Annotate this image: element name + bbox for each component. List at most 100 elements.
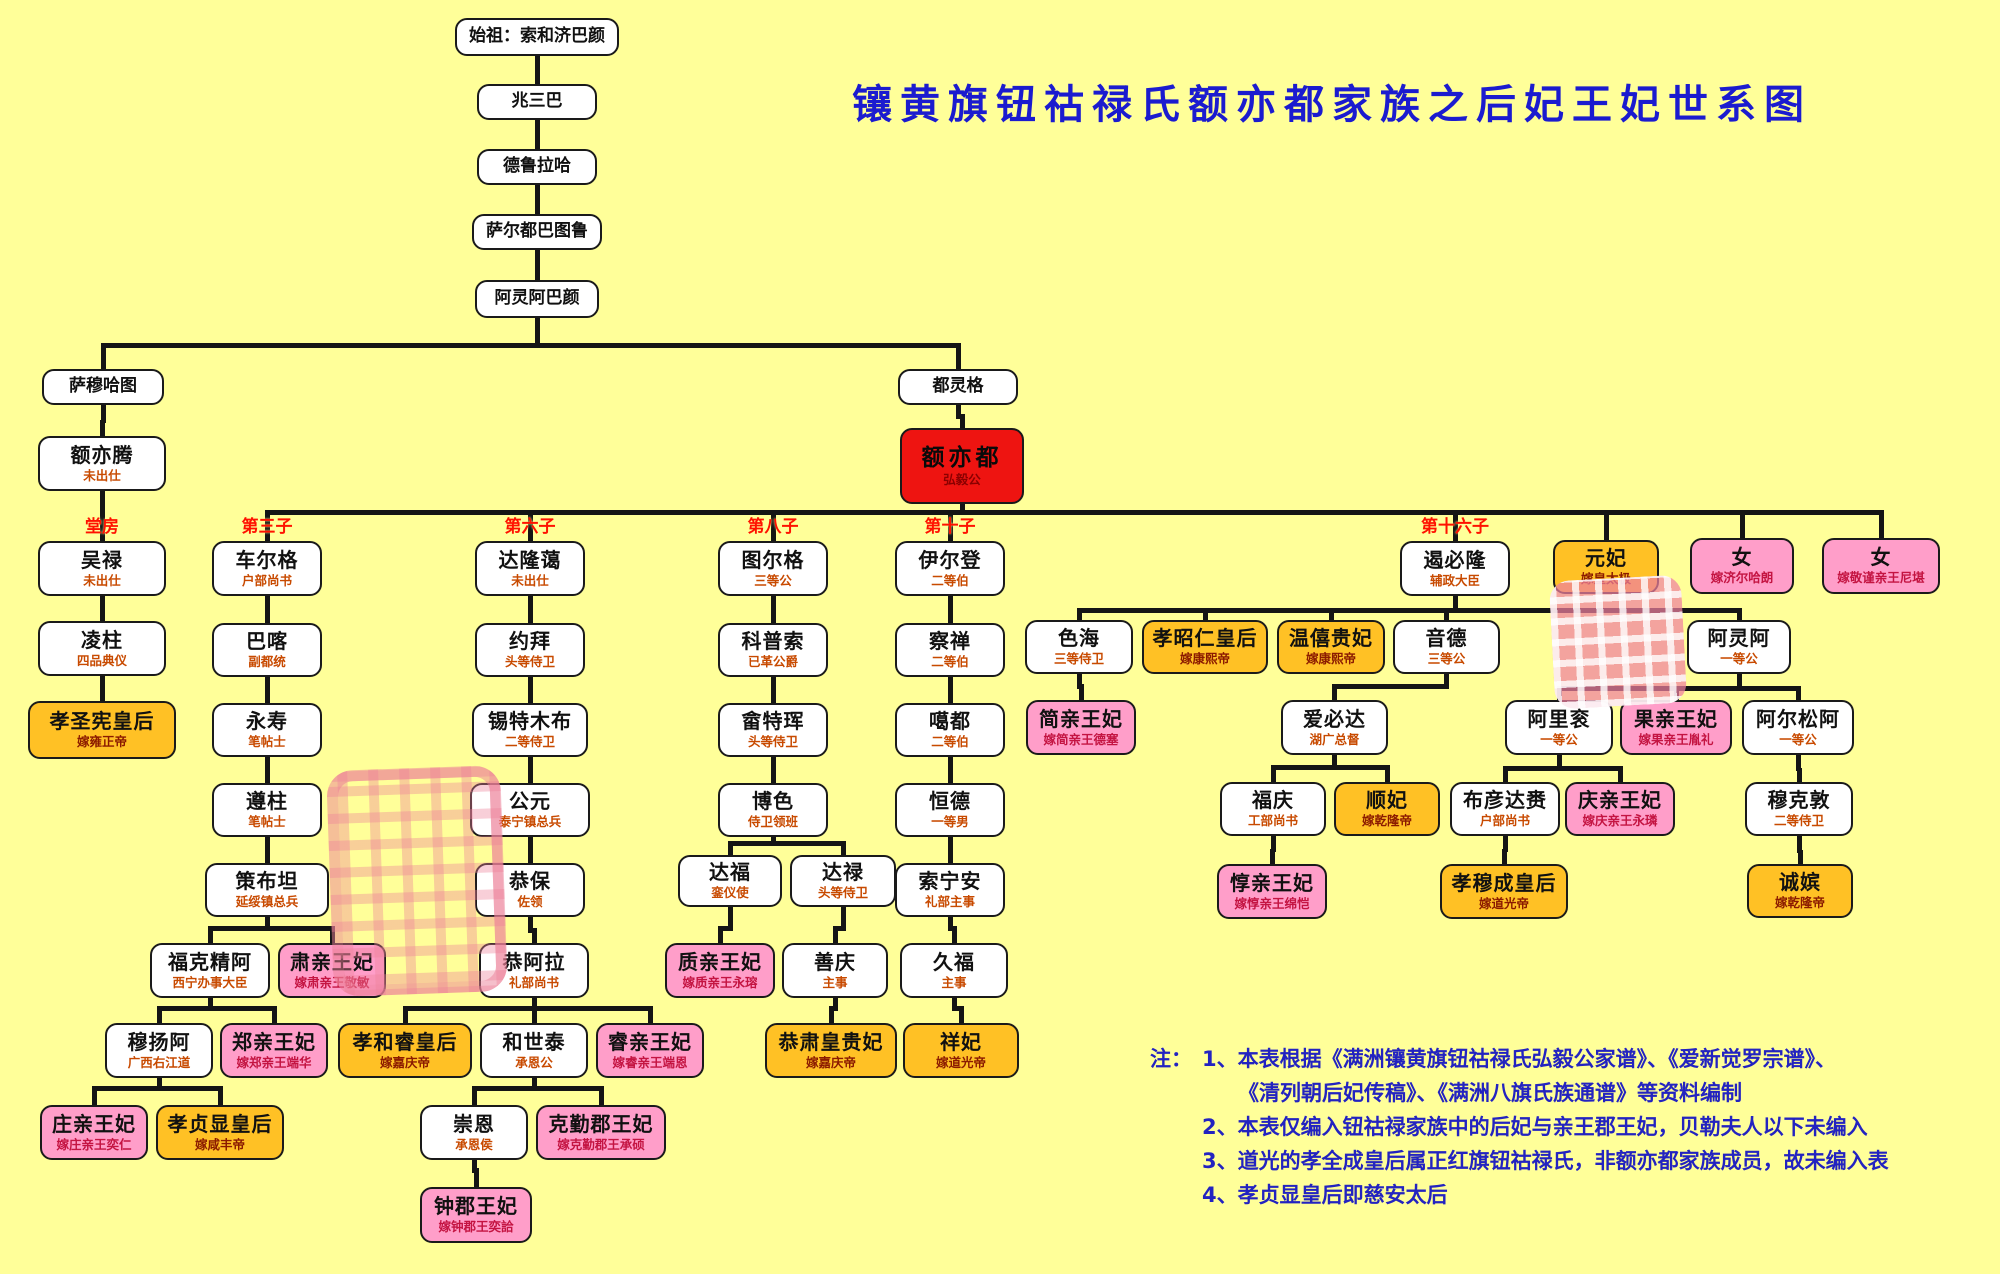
person-node-eyidu: 额亦都弘毅公 — [900, 428, 1024, 504]
connector-line — [100, 345, 106, 371]
connector-line — [471, 1085, 604, 1091]
connector-line — [1736, 672, 1742, 691]
connector-line — [534, 200, 540, 216]
person-name: 元妃 — [1585, 546, 1627, 571]
person-title: 嫁道光帝 — [1478, 895, 1529, 911]
person-node-chachan: 察禅二等伯 — [895, 623, 1005, 677]
person-title: 头等侍卫 — [747, 734, 798, 750]
person-name: 女 — [1870, 545, 1892, 570]
person-name: 畲特珲 — [741, 709, 805, 734]
person-name: 恒德 — [929, 789, 971, 814]
person-name: 庆亲王妃 — [1578, 788, 1662, 813]
connector-line — [598, 1088, 604, 1107]
connector-line — [1452, 594, 1458, 613]
connector-line — [264, 675, 270, 693]
person-name: 崇恩 — [453, 1111, 495, 1136]
person-title: 工部尚书 — [1247, 813, 1298, 829]
person-name: 顺妃 — [1366, 788, 1408, 813]
connector-line — [832, 925, 846, 931]
person-node-shunfei: 顺妃嫁乾隆帝 — [1334, 782, 1440, 836]
person-node-zhuangqinwangfei: 庄亲王妃嫁庄亲王奕仁 — [40, 1105, 148, 1160]
person-node-xiaozhenxian: 孝贞显皇后嫁咸丰帝 — [156, 1105, 284, 1160]
person-node-suningan: 索宁安礼部主事 — [895, 863, 1005, 917]
connector-line — [951, 1005, 964, 1011]
person-node-suqinwangfei: 肃亲王妃嫁肃亲王敬敏 — [278, 943, 386, 998]
person-node-lingzhu: 凌柱四品典仪 — [38, 621, 166, 676]
person-title: 四品典仪 — [76, 652, 127, 668]
person-title: 湖广总督 — [1309, 731, 1360, 747]
person-title: 礼部主事 — [924, 894, 975, 910]
connector-line — [531, 1008, 537, 1025]
person-name: 达禄 — [822, 860, 864, 885]
person-node-heshitai: 和世泰承恩公 — [480, 1023, 588, 1078]
person-name: 睿亲王妃 — [608, 1029, 692, 1054]
person-name: 萨尔都巴图鲁 — [486, 221, 588, 242]
person-title: 承恩公 — [515, 1054, 553, 1070]
person-title: 弘毅公 — [943, 472, 981, 488]
person-title: 銮仪使 — [711, 885, 749, 901]
person-name: 阿灵阿巴颜 — [494, 288, 580, 309]
connector-line — [264, 755, 270, 773]
connector-line — [527, 915, 533, 933]
connector-line — [1269, 849, 1275, 866]
generation-label: 第十子 — [924, 517, 976, 537]
connector-line — [156, 1005, 277, 1011]
person-title: 承恩侯 — [455, 1136, 493, 1152]
person-node-gadu: 噶都二等伯 — [895, 703, 1005, 757]
person-title: 三等侍卫 — [1053, 651, 1104, 667]
connector-line — [717, 925, 733, 931]
person-title: 侍卫领班 — [747, 814, 798, 830]
person-node-eyiteng: 额亦腾未出仕 — [38, 436, 166, 491]
person-name: 孝和睿皇后 — [352, 1029, 458, 1054]
person-name: 车尔格 — [235, 547, 299, 572]
note-line: 《清列朝后妃传稿》、《满洲八旗氏族通谱》等资料编制 — [1238, 1081, 1742, 1105]
connector-line — [527, 610, 533, 625]
connector-line — [264, 512, 270, 543]
connector-line — [1078, 686, 1084, 702]
person-title: 嫁质亲王永瑢 — [682, 974, 758, 990]
connector-line — [156, 1076, 162, 1091]
person-name: 善庆 — [814, 949, 856, 974]
person-title: 笔帖士 — [248, 734, 286, 750]
connector-line — [531, 930, 537, 945]
person-node-aibida: 爱必达湖广总督 — [1281, 700, 1388, 755]
person-name: 伊尔登 — [918, 547, 982, 572]
connector-line — [1502, 765, 1623, 771]
person-node-zhiqinwangfei: 质亲王妃嫁质亲王永瑢 — [665, 943, 775, 998]
person-title: 礼部尚书 — [508, 974, 559, 990]
connector-line — [947, 675, 953, 693]
connector-line — [840, 843, 846, 857]
connector-line — [832, 996, 838, 1011]
connector-line — [1328, 610, 1334, 622]
person-name: 简亲王妃 — [1039, 706, 1123, 731]
person-name: 遵柱 — [246, 789, 288, 814]
person-name: 钟郡王妃 — [434, 1194, 518, 1219]
person-name: 阿里衮 — [1527, 706, 1591, 731]
person-title: 二等伯 — [931, 734, 969, 750]
connector-line — [99, 420, 105, 438]
person-name: 策布坦 — [235, 869, 299, 894]
person-node-xiaozhaoren: 孝昭仁皇后嫁康熙帝 — [1142, 620, 1268, 674]
person-name: 凌柱 — [81, 627, 123, 652]
person-name: 阿灵阿 — [1707, 626, 1771, 651]
person-name: 音德 — [1425, 626, 1468, 651]
person-node-gongyuan: 公元泰宁镇总兵 — [470, 783, 590, 837]
person-node-jianqinwangfei: 简亲王妃嫁简亲王德塞 — [1026, 700, 1136, 755]
person-title: 未出仕 — [511, 572, 549, 588]
person-name: 爱必达 — [1303, 706, 1366, 731]
connector-line — [527, 835, 533, 853]
person-title: 一等公 — [1720, 651, 1758, 667]
person-name: 质亲王妃 — [678, 949, 762, 974]
person-node-dalu: 达禄头等侍卫 — [790, 855, 896, 907]
person-title: 未出仕 — [83, 467, 121, 483]
connector-line — [207, 925, 335, 931]
connector-line — [832, 928, 838, 945]
person-node-fuqing: 福庆工部尚书 — [1220, 782, 1326, 836]
connector-line — [527, 512, 533, 543]
connector-line — [99, 594, 105, 611]
person-name: 察禅 — [929, 629, 971, 654]
person-node-cherge: 车尔格户部尚书 — [212, 541, 322, 596]
connector-line — [947, 594, 953, 613]
person-name: 索宁安 — [918, 869, 982, 894]
connector-line — [1452, 512, 1458, 543]
